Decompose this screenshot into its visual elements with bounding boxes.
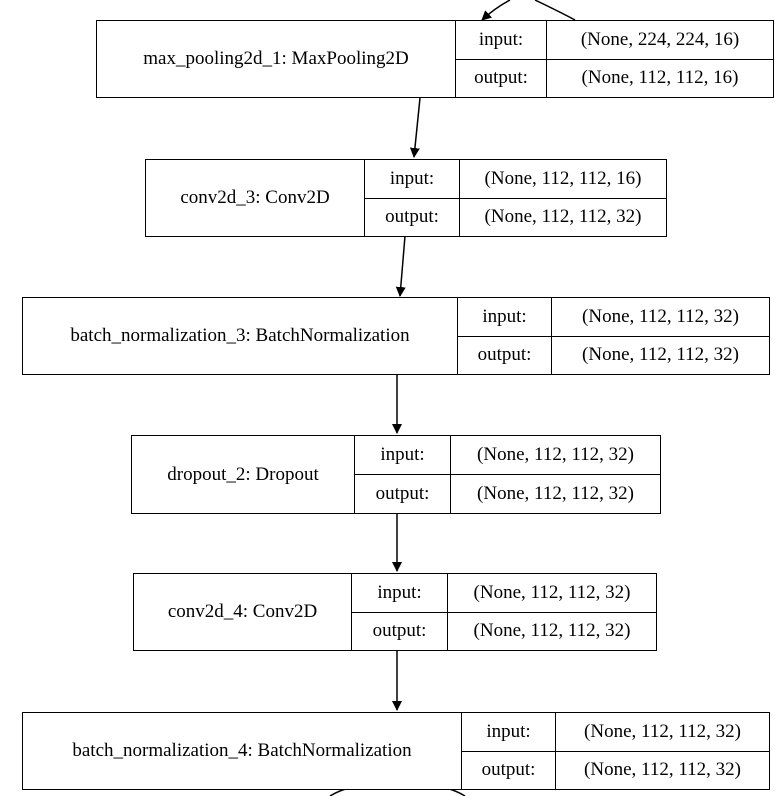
input-shape: (None, 112, 112, 32) <box>552 298 769 337</box>
input-label: input: <box>458 298 551 337</box>
layer-name: max_pooling2d_1: MaxPooling2D <box>97 21 456 97</box>
output-shape: (None, 112, 112, 32) <box>477 483 634 504</box>
layer-node-batch-normalization-3: batch_normalization_3: BatchNormalizatio… <box>22 297 770 375</box>
input-label: input: <box>355 436 450 475</box>
layer-name: batch_normalization_4: BatchNormalizatio… <box>23 713 462 789</box>
outer-curve-right <box>534 0 576 21</box>
layer-node-conv2d-3: conv2d_3: Conv2D input: output: (None, 1… <box>145 159 667 237</box>
output-label: output: <box>385 206 439 228</box>
io-label-column: input: output: <box>456 21 547 97</box>
input-label: input: <box>352 574 447 613</box>
output-label: output: <box>372 620 427 642</box>
input-label: input: <box>365 160 459 199</box>
input-shape: (None, 112, 112, 16) <box>460 160 666 199</box>
layer-name: dropout_2: Dropout <box>132 436 355 513</box>
io-label-column: input: output: <box>355 436 451 513</box>
layer-node-max-pooling2d-1: max_pooling2d_1: MaxPooling2D input: out… <box>96 20 774 98</box>
io-value-column: (None, 112, 112, 32) (None, 112, 112, 32… <box>451 436 660 513</box>
output-label: output: <box>481 759 536 781</box>
io-value-column: (None, 112, 112, 32) (None, 112, 112, 32… <box>552 298 769 374</box>
output-shape: (None, 112, 112, 16) <box>581 67 739 89</box>
layer-node-dropout-2: dropout_2: Dropout input: output: (None,… <box>131 435 661 514</box>
output-label: output: <box>474 67 528 89</box>
input-shape: (None, 112, 112, 32) <box>448 574 656 613</box>
output-shape: (None, 112, 112, 32) <box>584 759 741 781</box>
layer-name: conv2d_3: Conv2D <box>146 160 365 236</box>
input-shape: (None, 112, 112, 32) <box>451 436 660 475</box>
input-label: input: <box>456 21 546 60</box>
edge-2-3 <box>395 235 406 297</box>
layer-node-conv2d-4: conv2d_4: Conv2D input: output: (None, 1… <box>133 573 657 651</box>
output-shape: (None, 112, 112, 32) <box>473 620 631 642</box>
input-shape: (None, 224, 224, 16) <box>547 21 773 60</box>
output-shape: (None, 112, 112, 32) <box>484 206 642 228</box>
incoming-edge <box>481 0 511 21</box>
output-shape: (None, 112, 112, 32) <box>582 344 739 366</box>
layer-name: batch_normalization_3: BatchNormalizatio… <box>23 298 458 374</box>
layer-name: conv2d_4: Conv2D <box>134 574 352 650</box>
io-label-column: input: output: <box>352 574 448 650</box>
io-value-column: (None, 112, 112, 32) (None, 112, 112, 32… <box>556 713 769 789</box>
input-shape: (None, 112, 112, 32) <box>556 713 769 752</box>
io-value-column: (None, 224, 224, 16) (None, 112, 112, 16… <box>547 21 773 97</box>
edge-1-2 <box>409 97 421 158</box>
input-label: input: <box>462 713 555 752</box>
layer-node-batch-normalization-4: batch_normalization_4: BatchNormalizatio… <box>22 712 770 790</box>
io-label-column: input: output: <box>458 298 552 374</box>
io-value-column: (None, 112, 112, 16) (None, 112, 112, 32… <box>460 160 666 236</box>
io-label-column: input: output: <box>365 160 460 236</box>
io-value-column: (None, 112, 112, 32) (None, 112, 112, 32… <box>448 574 656 650</box>
io-label-column: input: output: <box>462 713 556 789</box>
output-label: output: <box>477 344 532 366</box>
output-label: output: <box>375 483 430 504</box>
